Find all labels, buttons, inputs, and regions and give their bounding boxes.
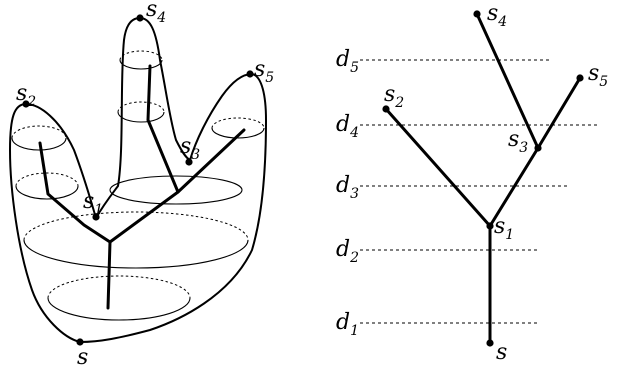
- graph-label-s3: s3: [508, 127, 528, 156]
- cross-sections: [11, 50, 265, 321]
- surface-label-s2: s2: [16, 81, 36, 110]
- graph-edges: [384, 12, 582, 345]
- graph-label-s4: s4: [487, 1, 507, 30]
- graph-node-s1: [486, 222, 494, 230]
- graph-node-s5: [576, 74, 584, 82]
- graph-node-s: [486, 339, 494, 347]
- graph-label-s1: s1: [494, 214, 514, 243]
- surface-point-s1: [92, 213, 100, 221]
- surface-point-s5: [246, 70, 254, 78]
- surface-point-s4: [136, 14, 144, 22]
- graph-panel: d5 d4 d3 d2 d1 s s1 s2 s3 s4 s5: [336, 1, 608, 365]
- surface-point-s2: [22, 100, 30, 108]
- surface-panel: s s1 s2 s3 s4 s5: [9, 0, 274, 366]
- surface-point-s: [76, 338, 84, 346]
- level-label-d3: d3: [336, 173, 359, 202]
- graph-label-s2: s2: [384, 82, 404, 111]
- surface-outline: [9, 17, 267, 343]
- level-label-d2: d2: [336, 237, 359, 266]
- graph-node-s3: [534, 144, 542, 152]
- surface-label-s5: s5: [254, 57, 274, 86]
- surface-skeleton: [38, 64, 246, 310]
- graph-node-s4: [473, 10, 481, 18]
- surface-label-s4: s4: [146, 0, 166, 26]
- graph-label-s5: s5: [588, 61, 608, 90]
- surface-point-s3: [185, 158, 193, 166]
- level-label-d5: d5: [336, 47, 359, 76]
- surface-label-s1: s1: [83, 189, 103, 218]
- graph-node-s2: [382, 105, 390, 113]
- level-label-d1: d1: [336, 310, 359, 339]
- graph-label-s: s: [496, 340, 507, 365]
- surface-label-s3: s3: [180, 134, 200, 163]
- level-label-d4: d4: [336, 112, 359, 141]
- surface-label-s: s: [77, 345, 88, 366]
